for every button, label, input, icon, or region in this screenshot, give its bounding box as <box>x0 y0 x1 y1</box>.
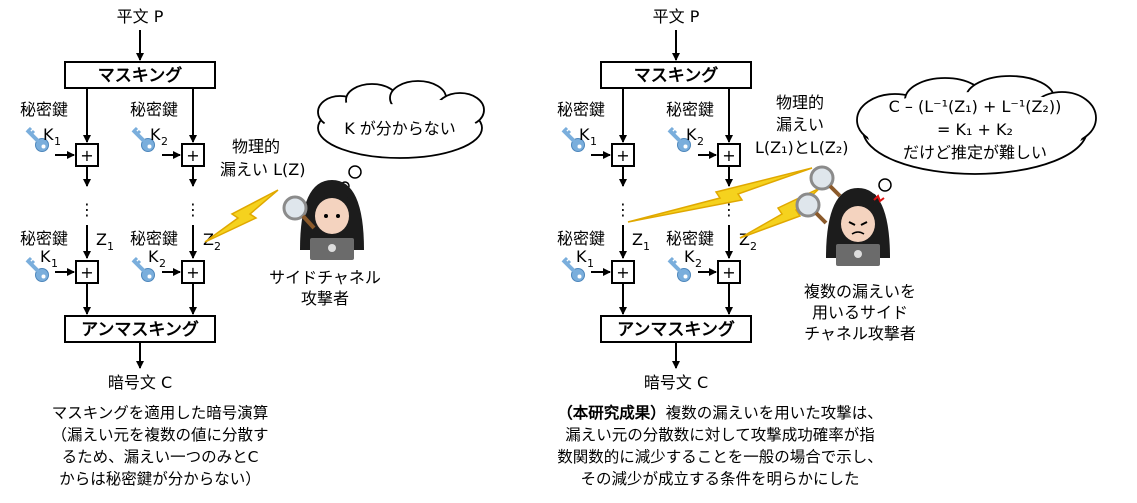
magnifier-icon <box>809 165 842 198</box>
attacker-label: 攻撃者 <box>301 289 349 308</box>
plus-sign: + <box>616 263 629 282</box>
ellipsis: ⋮ <box>721 200 737 219</box>
magnifier-icon <box>795 192 828 225</box>
caption-text: 複数の漏えいを用いた攻撃は、 <box>666 404 883 422</box>
secret-key-label: 秘密鍵 <box>130 229 178 248</box>
leakage-label: 漏えい <box>776 115 824 134</box>
thought-cloud: C – (L⁻¹(Z₁) + L⁻¹(Z₂)) = K₁ + K₂ だけど推定が… <box>856 75 1097 203</box>
key-label: K <box>150 125 161 144</box>
thought-text: K が分からない <box>344 119 456 138</box>
leakage-label: 物理的 <box>232 137 280 156</box>
z-subscript: 2 <box>750 240 757 253</box>
key-label: K <box>684 247 695 266</box>
key-label: K <box>40 247 51 266</box>
left-panel: 平文 P マスキング 秘密鍵 秘密鍵 K 1 K 2 + + ⋮ ⋮ 秘密鍵 秘… <box>20 7 485 488</box>
right-panel: 平文 P マスキング 秘密鍵 秘密鍵 K 1 K 2 + + ⋮ ⋮ 秘密鍵 秘… <box>557 7 1097 488</box>
caption-line: 数関数的に減少することを一般の場合で示し、 <box>557 448 883 466</box>
secret-key-label: 秘密鍵 <box>130 100 178 119</box>
key-subscript: 1 <box>590 135 597 148</box>
ellipsis: ⋮ <box>615 200 631 219</box>
plus-sign: + <box>80 146 93 165</box>
leakage-bolt <box>204 189 279 243</box>
key-subscript: 1 <box>51 257 58 270</box>
secret-key-label: 秘密鍵 <box>557 100 605 119</box>
secret-key-label: 秘密鍵 <box>666 100 714 119</box>
plus-sign: + <box>186 263 199 282</box>
key-label: K <box>43 125 54 144</box>
hacker-icon <box>282 180 364 260</box>
secret-key-label: 秘密鍵 <box>666 229 714 248</box>
hacker-icon <box>826 188 890 266</box>
leakage-bolt <box>627 167 813 223</box>
caption-bold: （本研究成果） <box>557 403 666 422</box>
thought-cloud: K が分からない <box>317 80 485 191</box>
caption-line: 漏えい元の分散数に対して攻撃成功確率が指 <box>565 426 875 444</box>
plus-sign: + <box>722 146 735 165</box>
secret-key-label: 秘密鍵 <box>557 229 605 248</box>
z-subscript: 2 <box>214 240 221 253</box>
caption-line: るため、漏えい一つのみとC <box>62 448 259 466</box>
plus-sign: + <box>722 263 735 282</box>
plaintext-label: 平文 P <box>653 7 700 26</box>
attacker-label: チャネル攻撃者 <box>804 324 916 343</box>
key-subscript: 2 <box>697 135 704 148</box>
unmasking-label: アンマスキング <box>81 319 199 340</box>
z-subscript: 1 <box>107 240 114 253</box>
caption-line: マスキングを適用した暗号演算 <box>52 403 269 422</box>
unmasking-box <box>64 315 216 343</box>
caption-line: その減少が成立する条件を明らかにした <box>580 470 859 488</box>
thought-text: = K₁ + K₂ <box>937 120 1013 139</box>
leakage-label: 漏えい L(Z) <box>220 160 305 179</box>
key-subscript: 1 <box>54 135 61 148</box>
attacker-label: 複数の漏えいを <box>804 282 916 301</box>
plus-sign: + <box>186 146 199 165</box>
secret-key-label: 秘密鍵 <box>20 100 68 119</box>
key-subscript: 2 <box>161 135 168 148</box>
caption-line: （漏えい元を複数の値に分散す <box>51 426 268 444</box>
unmasking-label: アンマスキング <box>617 319 735 340</box>
key-label: K <box>579 125 590 144</box>
z-label: Z <box>96 230 107 249</box>
attacker-label: 用いるサイド <box>812 303 908 322</box>
z-label: Z <box>632 230 643 249</box>
key-label: K <box>576 247 587 266</box>
key-subscript: 2 <box>159 257 166 270</box>
thought-text: だけど推定が難しい <box>903 143 1047 162</box>
z-subscript: 1 <box>643 240 650 253</box>
attacker-label: サイドチャネル <box>269 268 381 287</box>
masking-label: マスキング <box>98 65 183 86</box>
ciphertext-label: 暗号文 C <box>644 373 708 392</box>
ellipsis: ⋮ <box>79 200 95 219</box>
key-subscript: 2 <box>695 257 702 270</box>
ciphertext-label: 暗号文 C <box>108 373 172 392</box>
key-label: K <box>686 125 697 144</box>
ellipsis: ⋮ <box>185 200 201 219</box>
caption-line: からは秘密鍵が分からない） <box>59 470 261 488</box>
key-label: K <box>148 247 159 266</box>
secret-key-label: 秘密鍵 <box>20 229 68 248</box>
plus-sign: + <box>616 146 629 165</box>
thought-text: C – (L⁻¹(Z₁) + L⁻¹(Z₂)) <box>889 97 1062 116</box>
z-label: Z <box>739 230 750 249</box>
key-subscript: 1 <box>587 257 594 270</box>
masking-label: マスキング <box>634 65 719 86</box>
plus-sign: + <box>80 263 93 282</box>
plaintext-label: 平文 P <box>117 7 164 26</box>
caption-line: （本研究成果）複数の漏えいを用いた攻撃は、 <box>557 403 883 422</box>
masking-box <box>600 61 752 89</box>
leakage-label: 物理的 <box>776 93 824 112</box>
leakage-label: L(Z₁)とL(Z₂) <box>755 138 849 157</box>
masking-box <box>64 61 216 89</box>
